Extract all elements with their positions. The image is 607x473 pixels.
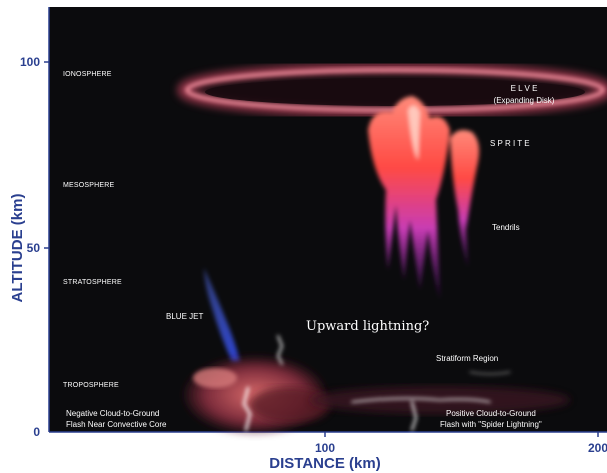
label-upward-lightning: Upward lightning? [306,319,429,334]
label-elve-sub: (Expanding Disk) [494,96,555,105]
label-positive-cg-2: Flash with "Spider Lightning" [440,420,542,429]
y-axis-title: ALTITUDE (km) [9,194,26,303]
y-tick-label-0: 0 [33,425,40,439]
x-tick-label-200: 200 [588,441,607,455]
label-sprite: S P R I T E [490,139,530,148]
label-blue-jet: BLUE JET [166,312,203,321]
label-tendrils: Tendrils [492,223,520,232]
label-ionosphere: IONOSPHERE [63,71,112,78]
label-negative-cg-1: Negative Cloud-to-Ground [66,409,159,418]
label-mesosphere: MESOSPHERE [63,182,115,189]
label-positive-cg-1: Positive Cloud-to-Ground [446,409,536,418]
x-axis-title: DISTANCE (km) [269,455,380,472]
label-troposphere: TROPOSPHERE [63,382,119,389]
label-elve: E L V E [511,84,538,93]
label-negative-cg-2: Flash Near Convective Core [66,420,167,429]
y-tick-label-100: 100 [20,55,40,69]
x-tick-label-100: 100 [315,441,335,455]
label-stratosphere: STRATOSPHERE [63,279,122,286]
y-tick-label-50: 50 [27,241,41,255]
label-stratiform: Stratiform Region [436,354,498,363]
